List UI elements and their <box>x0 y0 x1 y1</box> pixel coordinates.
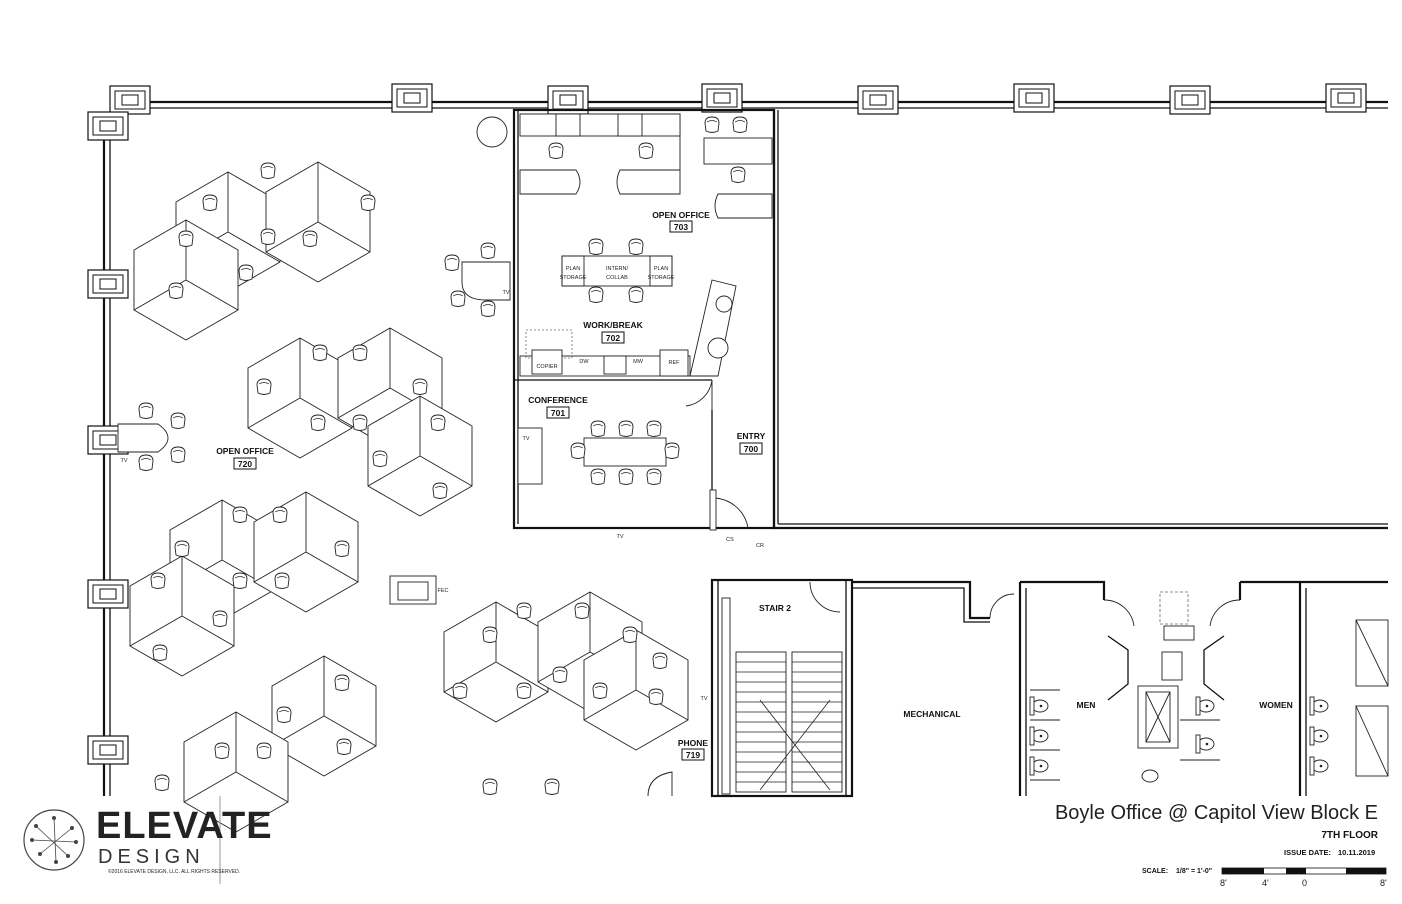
svg-text:720: 720 <box>238 459 252 469</box>
svg-text:STORAGE: STORAGE <box>648 275 675 281</box>
fixture-labels: PLAN STORAGE INTERN/ COLLAB PLAN STORAGE… <box>120 266 764 702</box>
svg-text:CS: CS <box>726 537 734 543</box>
scale-tick: 4' <box>1262 878 1269 888</box>
svg-text:TV: TV <box>522 436 529 442</box>
svg-text:DW: DW <box>579 359 589 365</box>
svg-text:PHONE: PHONE <box>678 738 709 748</box>
floor-label: 7TH FLOOR <box>1321 830 1378 841</box>
svg-text:CONFERENCE: CONFERENCE <box>528 395 588 405</box>
svg-text:WORK/BREAK: WORK/BREAK <box>583 320 643 330</box>
logo-wordmark: ELEVATE <box>96 805 273 847</box>
svg-text:703: 703 <box>674 222 688 232</box>
svg-text:OPEN OFFICE: OPEN OFFICE <box>216 446 274 456</box>
room-label-701: CONFERENCE 701 <box>528 395 588 419</box>
svg-text:701: 701 <box>551 408 565 418</box>
svg-text:COPIER: COPIER <box>536 364 557 370</box>
room-label-women: WOMEN <box>1259 700 1293 710</box>
logo-subtitle: DESIGN <box>98 846 205 868</box>
elevate-logo-icon <box>23 809 85 871</box>
svg-text:TV: TV <box>616 534 623 540</box>
svg-text:TV: TV <box>502 290 509 296</box>
interior-walls <box>512 108 1389 798</box>
svg-text:OPEN OFFICE: OPEN OFFICE <box>652 210 710 220</box>
scale-tick: 8' <box>1380 878 1387 888</box>
graphic-scale <box>1221 867 1387 875</box>
scale-value: 1/8" = 1'-0" <box>1176 868 1213 875</box>
logo-copyright: ©2016 ELEVATE DESIGN, LLC. ALL RIGHTS RE… <box>108 869 241 875</box>
svg-text:ENTRY: ENTRY <box>737 431 766 441</box>
room-label-men: MEN <box>1077 700 1096 710</box>
svg-text:REF: REF <box>669 360 681 366</box>
svg-text:700: 700 <box>744 444 758 454</box>
issue-date-value: 10.11.2019 <box>1338 848 1376 857</box>
scale-tick: 0 <box>1302 878 1308 888</box>
svg-text:TV: TV <box>120 458 127 464</box>
svg-text:STORAGE: STORAGE <box>560 275 587 281</box>
svg-text:FEC: FEC <box>438 588 449 594</box>
svg-text:INTERN/: INTERN/ <box>606 266 628 272</box>
room-label-700: ENTRY 700 <box>737 431 766 455</box>
room-label-mechanical: MECHANICAL <box>903 709 960 719</box>
svg-text:PLAN: PLAN <box>654 266 668 272</box>
room-label-703: OPEN OFFICE 703 <box>652 210 710 233</box>
open-office-703-furniture <box>519 113 773 377</box>
issue-date-label: ISSUE DATE: <box>1284 848 1331 857</box>
svg-text:COLLAB: COLLAB <box>606 275 628 281</box>
project-title: Boyle Office @ Capitol View Block E <box>1054 802 1378 824</box>
scale-tick: 8' <box>1220 878 1227 888</box>
room-label-720: OPEN OFFICE 720 <box>216 446 274 470</box>
scale-label: SCALE: <box>1142 868 1169 875</box>
svg-text:719: 719 <box>686 750 700 760</box>
svg-text:TV: TV <box>700 696 707 702</box>
room-label-stair-2: STAIR 2 <box>759 603 791 613</box>
room-label-702: WORK/BREAK 702 <box>583 320 644 344</box>
svg-text:MW: MW <box>633 359 644 365</box>
stair-2 <box>721 597 843 795</box>
room-label-719: PHONE 719 <box>678 738 709 761</box>
svg-text:702: 702 <box>606 333 620 343</box>
open-office-720-workstations <box>117 116 689 833</box>
conference-701-furniture <box>517 420 680 485</box>
svg-text:PLAN: PLAN <box>566 266 580 272</box>
exterior-wall-west <box>102 140 111 796</box>
svg-text:CR: CR <box>756 543 764 549</box>
